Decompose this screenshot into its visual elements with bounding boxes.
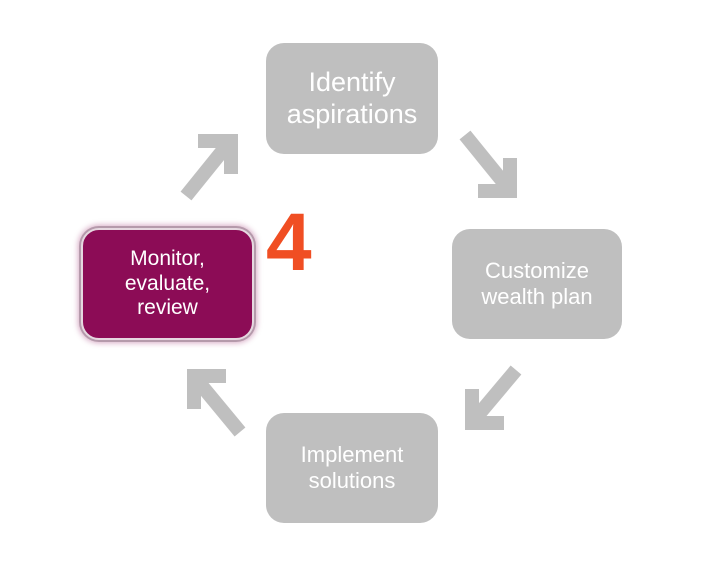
arrow-down-right-icon (459, 130, 517, 198)
step-implement-solutions: Implement solutions (266, 413, 438, 523)
arrow-down-left-icon (465, 365, 522, 430)
active-step-number: 4 (266, 197, 312, 288)
step-monitor-evaluate-review: Monitor, evaluate, review (81, 228, 254, 340)
step-identify-aspirations: Identify aspirations (266, 43, 438, 154)
arrow-up-right-icon (180, 134, 238, 201)
arrow-up-left-icon (187, 369, 246, 437)
step-customize-wealth-plan: Customize wealth plan (452, 229, 622, 339)
